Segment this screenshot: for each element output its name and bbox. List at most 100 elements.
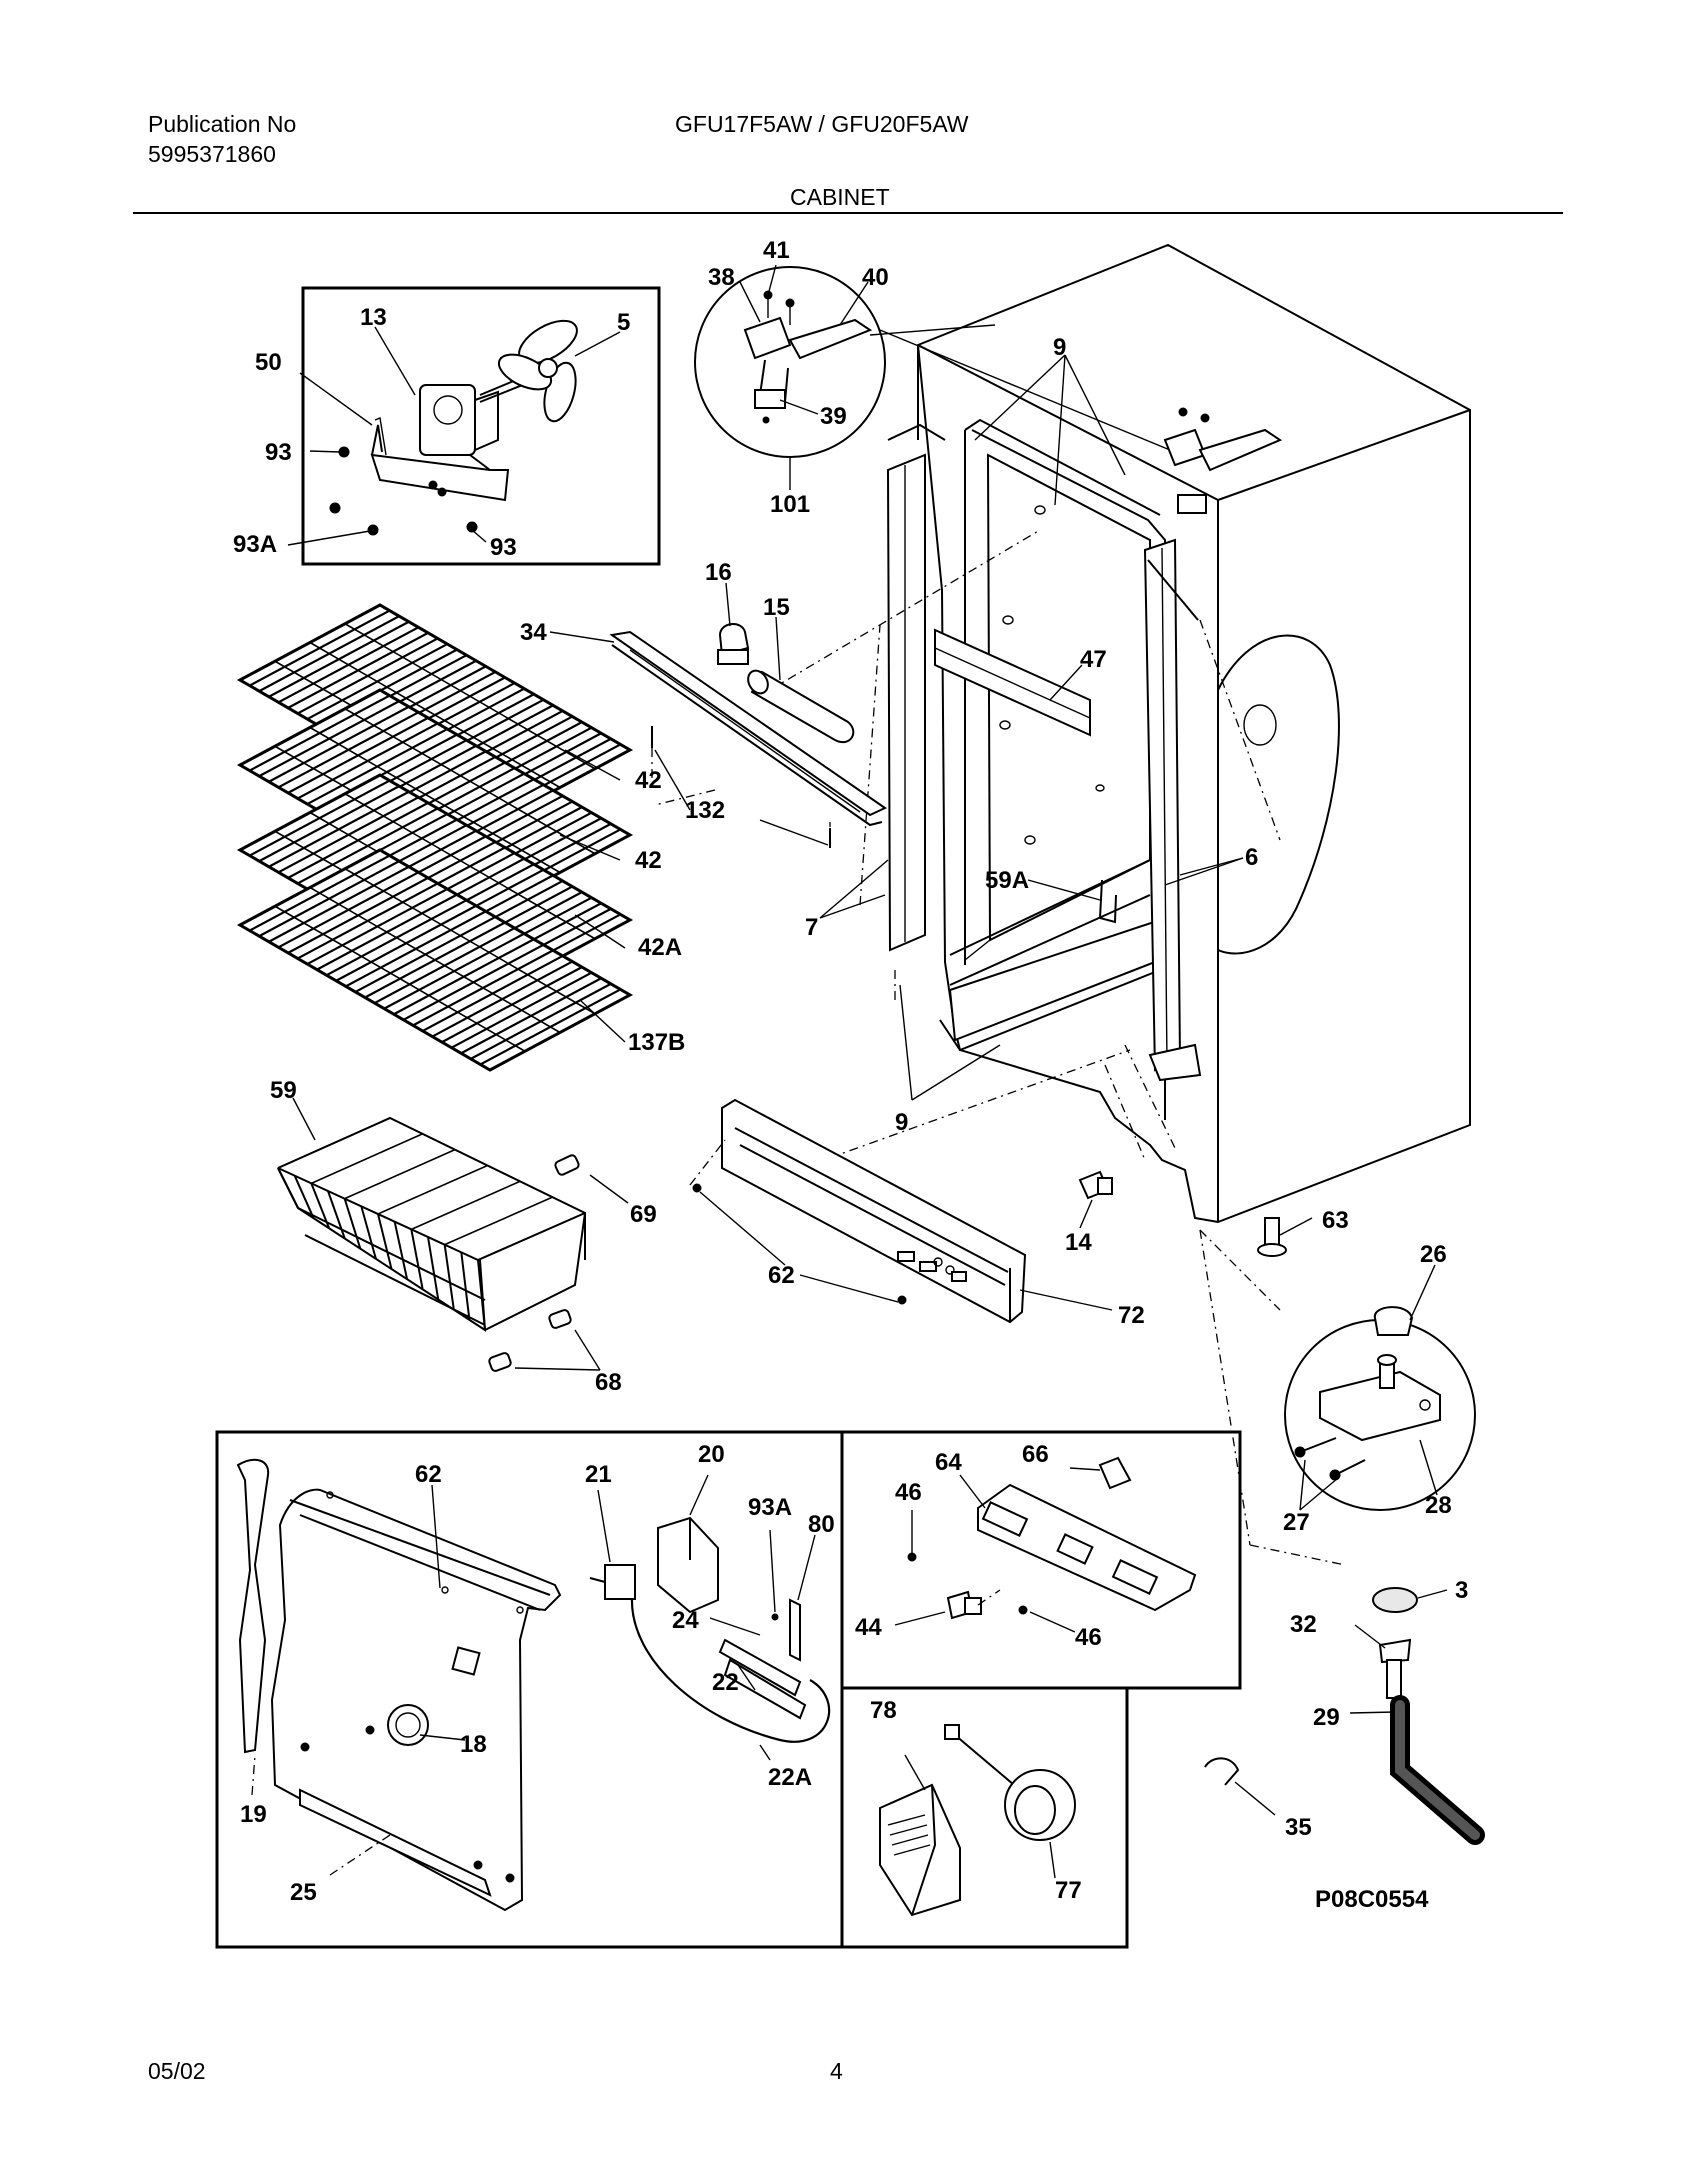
cord-cover-inset — [840, 1686, 1129, 1949]
basket-wire — [293, 1175, 315, 1219]
label-137B: 137B — [628, 1029, 685, 1056]
label-42A: 42A — [638, 934, 682, 961]
label-3: 3 — [1455, 1577, 1468, 1604]
label-93A-lower: 93A — [748, 1494, 792, 1521]
light-switch-14 — [1078, 1170, 1113, 1229]
label-22A: 22A — [768, 1764, 812, 1791]
drain-hose-assembly — [1204, 1587, 1485, 1845]
label-9-bottom: 9 — [895, 1109, 908, 1136]
label-39: 39 — [820, 403, 847, 430]
basket-wire — [477, 1259, 486, 1331]
label-40: 40 — [862, 264, 889, 291]
light-shield-assembly — [549, 582, 888, 848]
label-77: 77 — [1055, 1877, 1082, 1904]
basket-hardware — [292, 1097, 629, 1372]
basket-wire — [360, 1206, 377, 1260]
label-66: 66 — [1022, 1441, 1049, 1468]
label-93A-upper: 93A — [233, 531, 277, 558]
shelf-leader-line — [564, 749, 621, 781]
footer-date: 05/02 — [148, 2058, 206, 2084]
label-59: 59 — [270, 1077, 297, 1104]
label-42-top: 42 — [635, 767, 662, 794]
shelf-1 — [236, 603, 634, 827]
label-29: 29 — [1313, 1704, 1340, 1731]
label-19: 19 — [240, 1801, 267, 1828]
model-numbers: GFU17F5AW / GFU20F5AW — [675, 111, 969, 137]
label-25: 25 — [290, 1879, 317, 1906]
label-15: 15 — [763, 594, 790, 621]
basket-wire — [443, 1244, 455, 1310]
label-26: 26 — [1420, 1241, 1447, 1268]
shelf-leader-line — [579, 999, 626, 1043]
shelf-leader-line — [574, 914, 626, 949]
bottom-hinge-inset — [1284, 1264, 1476, 1511]
basket-wire — [311, 1133, 423, 1185]
basket-wire — [393, 1221, 409, 1280]
section-title: CABINET — [790, 184, 890, 210]
label-34: 34 — [520, 619, 547, 646]
wire-basket — [277, 1116, 586, 1332]
label-21: 21 — [585, 1461, 612, 1488]
label-101: 101 — [770, 491, 810, 518]
basket-wire — [377, 1164, 488, 1215]
basket-wire — [410, 1229, 424, 1290]
warning-label-lines — [887, 1814, 931, 1856]
basket-wire — [343, 1198, 362, 1249]
basket-wire — [427, 1236, 440, 1300]
label-72: 72 — [1118, 1302, 1145, 1329]
label-5: 5 — [617, 309, 630, 336]
basket-wire — [377, 1213, 393, 1270]
part-labels: 41 38 40 13 5 50 93 93A 93 39 101 9 16 1… — [233, 237, 1468, 1906]
basket-wire — [444, 1196, 553, 1246]
basket-wire — [477, 1212, 586, 1261]
label-132: 132 — [685, 797, 725, 824]
evaporator-cover-inset — [215, 1430, 844, 1949]
label-13: 13 — [360, 304, 387, 331]
top-hinge-inset — [694, 264, 1171, 490]
label-64: 64 — [935, 1449, 962, 1476]
basket-wire — [411, 1180, 521, 1231]
label-9-top: 9 — [1053, 334, 1066, 361]
basket-wire — [277, 1167, 299, 1209]
basket-wire — [310, 1182, 331, 1229]
fan-motor-inset — [287, 286, 661, 566]
label-28: 28 — [1425, 1492, 1452, 1519]
label-80: 80 — [808, 1511, 835, 1538]
toe-grille — [689, 1098, 1113, 1324]
basket-wire — [277, 1117, 391, 1169]
label-50: 50 — [255, 349, 282, 376]
label-35: 35 — [1285, 1814, 1312, 1841]
footer-page-number: 4 — [830, 2058, 843, 2084]
publication-label: Publication No — [148, 111, 297, 137]
label-93-upper: 93 — [265, 439, 292, 466]
label-46-lower: 46 — [1075, 1624, 1102, 1651]
label-24: 24 — [672, 1607, 699, 1634]
label-14: 14 — [1065, 1229, 1092, 1256]
control-housing-inset — [840, 1430, 1242, 1690]
label-6: 6 — [1245, 844, 1258, 871]
label-44: 44 — [855, 1614, 882, 1641]
label-20: 20 — [698, 1441, 725, 1468]
label-46-upper: 46 — [895, 1479, 922, 1506]
label-38: 38 — [708, 264, 735, 291]
label-47: 47 — [1080, 646, 1107, 673]
label-69: 69 — [630, 1201, 657, 1228]
drawing-id: P08C0554 — [1315, 1886, 1429, 1913]
label-93-lower: 93 — [490, 534, 517, 561]
shelf-4 — [236, 848, 634, 1072]
basket-wire — [460, 1252, 471, 1320]
label-78: 78 — [870, 1697, 897, 1724]
label-62-grille: 62 — [768, 1262, 795, 1289]
basket-wire — [344, 1148, 456, 1200]
basket-wire — [327, 1190, 346, 1239]
label-42-mid: 42 — [635, 847, 662, 874]
label-62-cover: 62 — [415, 1461, 442, 1488]
header-divider — [133, 212, 1563, 214]
label-41: 41 — [763, 237, 790, 264]
label-22: 22 — [712, 1669, 739, 1696]
cabinet-body — [769, 243, 1471, 1566]
publication-number: 5995371860 — [148, 141, 276, 167]
label-63: 63 — [1322, 1207, 1349, 1234]
label-32: 32 — [1290, 1611, 1317, 1638]
